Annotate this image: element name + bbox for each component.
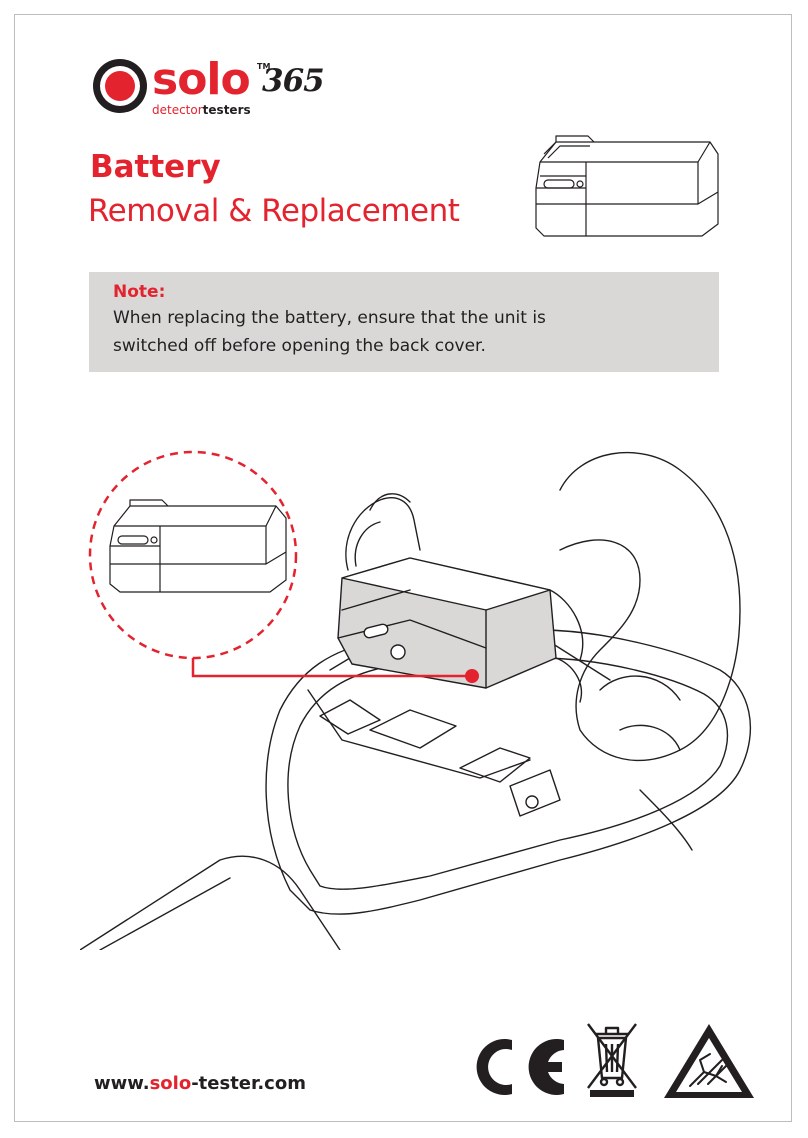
note-body: When replacing the battery, ensure that … bbox=[113, 308, 546, 357]
logo-tagline-detector: detector bbox=[152, 103, 203, 117]
battery-icon bbox=[535, 135, 719, 237]
logo-tagline-testers: testers bbox=[202, 103, 251, 117]
callout-leader-line bbox=[191, 658, 472, 678]
logo-number: 365 bbox=[262, 63, 325, 99]
website-prefix: www. bbox=[94, 1073, 150, 1094]
left-hand bbox=[345, 497, 421, 571]
website-link[interactable]: www.solo-tester.com bbox=[94, 1075, 306, 1093]
logo-tagline: detectortesters bbox=[152, 104, 251, 116]
note-box: Note: When replacing the battery, ensure… bbox=[89, 272, 719, 372]
note-heading: Note: bbox=[113, 282, 166, 302]
logo-wordmark: solo bbox=[152, 54, 251, 105]
website-suffix: -tester.com bbox=[191, 1073, 306, 1094]
page-title: Battery bbox=[90, 149, 221, 185]
page-frame bbox=[14, 14, 792, 1122]
right-hand bbox=[559, 451, 741, 762]
website-brand: solo bbox=[149, 1073, 192, 1094]
device-body bbox=[265, 629, 752, 915]
solo-logo: solo TM 365 detectortesters bbox=[90, 52, 330, 124]
solo-logo-icon bbox=[93, 59, 147, 113]
battery-replacement-illustration bbox=[80, 450, 752, 950]
ce-mark-icon bbox=[476, 1039, 564, 1095]
esd-warning-icon bbox=[664, 1024, 754, 1098]
page-subtitle: Removal & Replacement bbox=[88, 193, 460, 229]
device-handle bbox=[80, 855, 341, 950]
callout-battery-detail bbox=[109, 499, 287, 593]
logo-trademark: TM bbox=[257, 62, 271, 71]
callout-leader-dot bbox=[465, 669, 479, 683]
weee-bin-icon bbox=[587, 1023, 637, 1097]
